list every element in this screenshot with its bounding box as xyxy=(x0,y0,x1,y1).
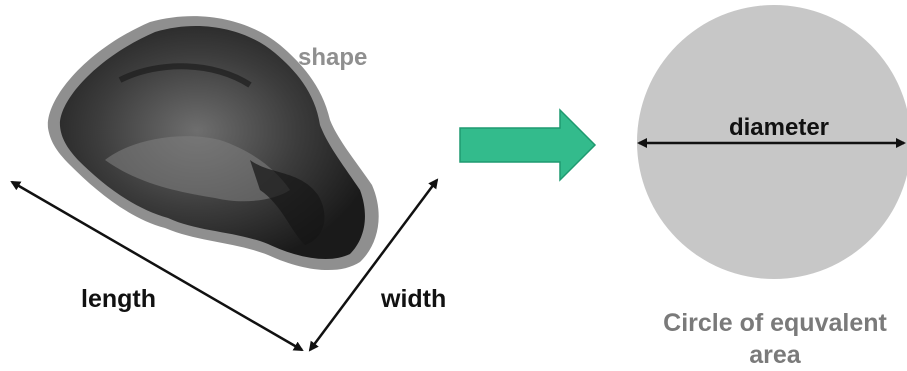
shape-label: shape xyxy=(298,44,367,72)
length-label: length xyxy=(81,285,156,314)
width-label: width xyxy=(381,285,446,314)
right-arrow-icon xyxy=(460,110,595,180)
diameter-label: diameter xyxy=(704,114,854,142)
circle-caption: Circle of equvalent area xyxy=(640,307,907,371)
